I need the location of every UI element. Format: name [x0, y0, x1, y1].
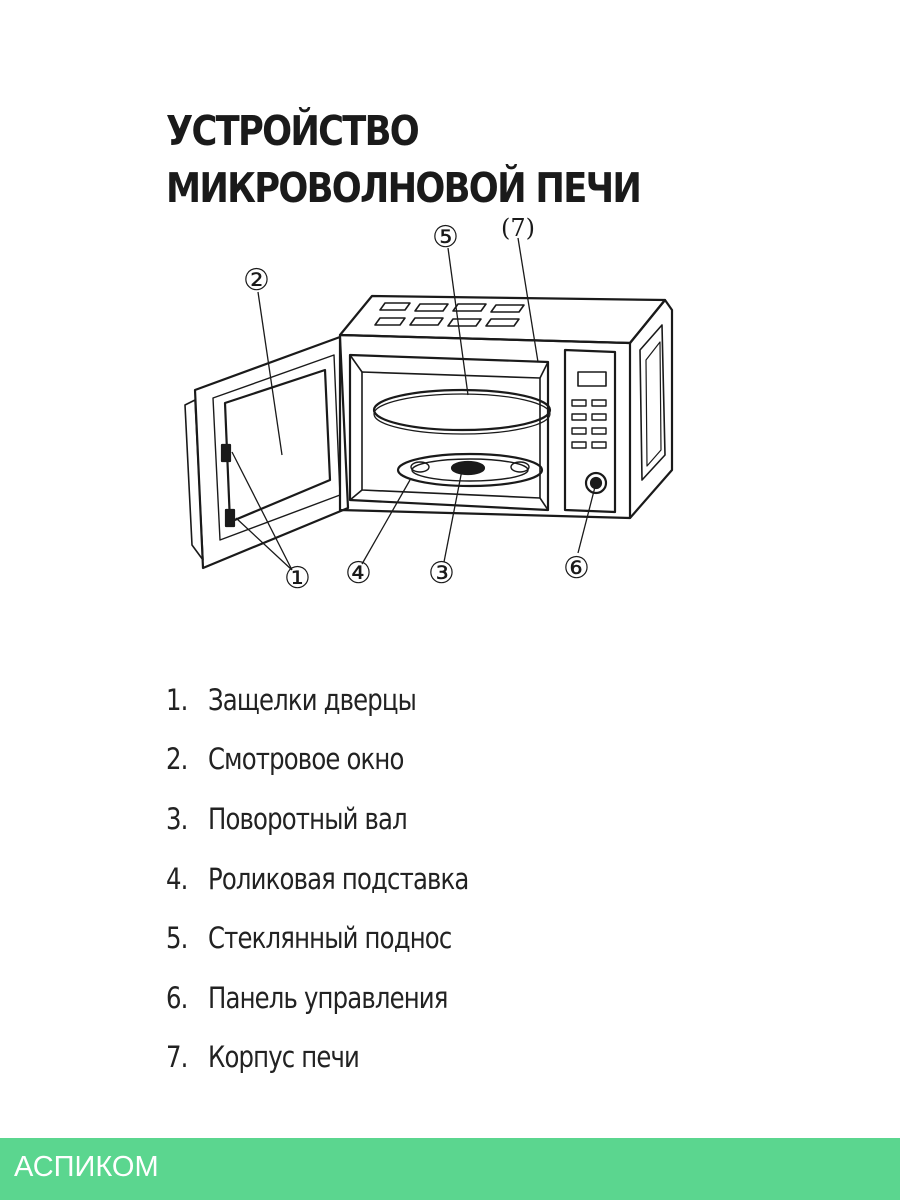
- item-label: Панель управления: [208, 980, 448, 1015]
- item-label: Роликовая подставка: [208, 861, 469, 896]
- brand-name: АСПИКОМ: [14, 1151, 159, 1183]
- callout-3: ③: [428, 556, 455, 591]
- callout-4: ④: [345, 556, 372, 591]
- list-item: 3. Поворотный вал: [166, 789, 469, 849]
- title-line-2: МИКРОВОЛНОВОЙ ПЕЧИ: [166, 164, 642, 212]
- page-title: УСТРОЙСТВО МИКРОВОЛНОВОЙ ПЕЧИ: [166, 103, 642, 217]
- item-number: 1.: [166, 682, 188, 717]
- item-number: 6.: [166, 980, 188, 1015]
- item-number: 5.: [166, 921, 188, 956]
- oven-side: [629, 298, 674, 519]
- list-item: 4. Роликовая подставка: [166, 849, 469, 909]
- callout-6: ⑥: [563, 551, 590, 586]
- side-panel: [639, 324, 666, 481]
- title-line-1: УСТРОЙСТВО: [166, 107, 420, 155]
- item-number: 2.: [166, 742, 188, 777]
- turntable-shaft: [450, 460, 486, 476]
- glass-tray: [372, 388, 552, 432]
- display-window: [577, 371, 607, 387]
- list-item: 6. Панель управления: [166, 968, 469, 1028]
- item-number: 7.: [166, 1040, 188, 1075]
- callout-5: ⑤: [432, 220, 459, 255]
- item-number: 4.: [166, 861, 188, 896]
- control-buttons: [571, 399, 607, 449]
- control-panel: [563, 348, 617, 514]
- item-label: Корпус печи: [208, 1040, 360, 1075]
- item-label: Защелки дверцы: [208, 682, 417, 717]
- roller-ring: [396, 452, 544, 488]
- callout-2: ②: [243, 263, 270, 298]
- leader-lines: [231, 237, 597, 571]
- list-item: 5. Стеклянный поднос: [166, 908, 469, 968]
- door-latch-top: [220, 443, 232, 463]
- item-number: 3.: [166, 801, 188, 836]
- list-item: 2. Смотровое окно: [166, 730, 469, 790]
- microwave-diagram: ① ② ③ ④ ⑤ ⑥ (7): [184, 214, 674, 596]
- control-knob: [584, 471, 608, 495]
- door-latch-bottom: [224, 508, 236, 528]
- brand-bar: АСПИКОМ: [0, 1138, 900, 1200]
- door-hinge-edge: [184, 399, 204, 561]
- item-label: Смотровое окно: [208, 742, 404, 777]
- callout-7: (7): [501, 214, 535, 242]
- parts-list: 1. Защелки дверцы 2. Смотровое окно 3. Пово…: [166, 670, 526, 1087]
- item-label: Поворотный вал: [208, 801, 408, 836]
- top-vents: [374, 302, 525, 327]
- item-label: Стеклянный поднос: [208, 921, 452, 956]
- oven-cavity: [348, 353, 550, 512]
- viewing-window: [223, 368, 332, 524]
- callout-1: ①: [284, 561, 311, 596]
- list-item: 1. Защелки дверцы: [166, 670, 469, 730]
- list-item: 7. Корпус печи: [166, 1028, 469, 1088]
